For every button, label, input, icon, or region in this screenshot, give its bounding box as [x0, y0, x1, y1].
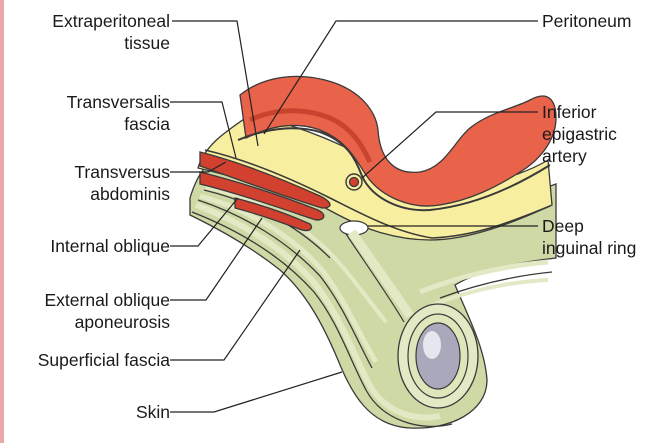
label-peritoneum: Peritoneum [542, 10, 632, 32]
label-internal-oblique: Internal oblique [6, 235, 170, 257]
label-line: Deep [542, 215, 636, 237]
label-extraperitoneal-tissue: Extraperitoneal tissue [6, 10, 170, 54]
label-line: Transversus [6, 161, 170, 183]
testis-highlight [423, 331, 441, 359]
label-external-oblique-aponeurosis: External oblique aponeurosis [6, 289, 170, 333]
label-superficial-fascia: Superficial fascia [0, 349, 170, 371]
label-transversalis-fascia: Transversalis fascia [6, 91, 170, 135]
label-line: abdominis [6, 183, 170, 205]
label-line: External oblique [6, 289, 170, 311]
label-line: Skin [6, 401, 170, 423]
inferior-epigastric-artery-lumen [350, 178, 359, 187]
label-line: Transversalis [6, 91, 170, 113]
label-line: Superficial fascia [0, 349, 170, 371]
label-deep-inguinal-ring: Deep inguinal ring [542, 215, 636, 259]
label-line: Extraperitoneal [6, 10, 170, 32]
label-line: tissue [6, 32, 170, 54]
label-skin: Skin [6, 401, 170, 423]
label-line: fascia [6, 113, 170, 135]
label-line: Internal oblique [6, 235, 170, 257]
label-line: epigastric [542, 123, 617, 145]
leader-skin [170, 372, 342, 412]
label-line: Peritoneum [542, 10, 632, 32]
label-inferior-epigastric-artery: Inferior epigastric artery [542, 101, 617, 167]
label-line: aponeurosis [6, 311, 170, 333]
label-transversus-abdominis: Transversus abdominis [6, 161, 170, 205]
label-line: artery [542, 145, 617, 167]
testis [416, 323, 460, 389]
label-line: inguinal ring [542, 237, 636, 259]
label-line: Inferior [542, 101, 617, 123]
